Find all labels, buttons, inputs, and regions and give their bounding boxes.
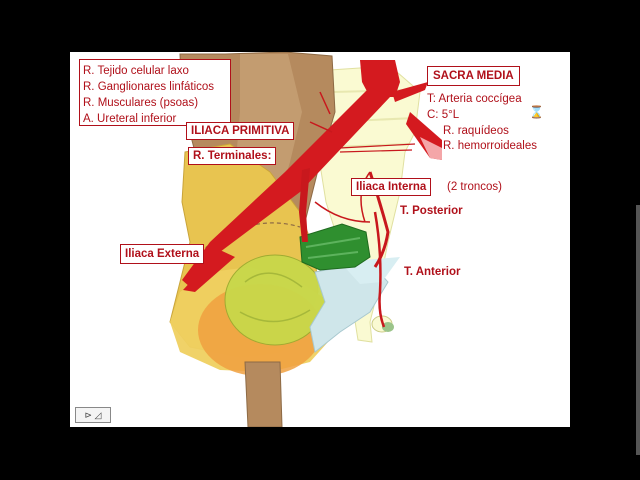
piriformis-detail xyxy=(305,237,361,259)
label-t-anterior: T. Anterior xyxy=(404,266,461,278)
list-box: R. Tejido celular laxo R. Ganglionares l… xyxy=(79,59,231,126)
label-t-posterior: T. Posterior xyxy=(400,205,463,217)
bladder-detail xyxy=(239,272,311,323)
label-iliaca-interna: Iliaca Interna xyxy=(351,178,432,196)
label-sacra-media: SACRA MEDIA xyxy=(427,66,520,86)
hourglass-icon: ⌛ xyxy=(529,105,544,119)
window-edge xyxy=(636,205,640,455)
piriformis-muscle xyxy=(299,223,371,271)
slide-canvas: R. Tejido celular laxo R. Ganglionares l… xyxy=(70,52,570,427)
label-r-terminales: R. Terminales: xyxy=(188,147,277,165)
hemorroideal-wedge-light xyxy=(420,137,442,160)
coccyx-green xyxy=(382,322,394,332)
list-item: R. Tejido celular laxo xyxy=(83,65,189,77)
ramas-raquideas xyxy=(339,143,416,153)
label-c-5l: C: 5°L xyxy=(427,109,460,121)
label-r-raquideos: R. raquídeos xyxy=(443,125,509,137)
label-iliaca-primitiva: ILIACA PRIMITIVA xyxy=(186,122,295,140)
arteria-iliaca-primitiva xyxy=(182,87,390,287)
list-item: R. Ganglionares linfáticos xyxy=(83,81,215,93)
anal-canal xyxy=(244,361,283,427)
bladder-green xyxy=(224,254,326,346)
label-iliaca-externa: Iliaca Externa xyxy=(120,244,205,264)
list-item: R. Musculares (psoas) xyxy=(83,97,199,109)
arteria-iliaca-externa xyxy=(183,250,235,292)
slide-nav-icon[interactable]: ⊳ ◿ xyxy=(75,407,111,423)
list-item: A. Ureteral inferior xyxy=(83,113,177,125)
arteria-sacra-branch xyxy=(392,82,428,102)
arteria-iliaca-interna xyxy=(299,168,310,242)
label-t-arteria-coccigea: T: Arteria coccígea xyxy=(427,93,522,105)
label-r-hemorroideales: R. hemorroideales xyxy=(443,140,537,152)
label-dos-troncos: (2 troncos) xyxy=(447,181,502,193)
tronco-anterior xyxy=(373,211,386,328)
